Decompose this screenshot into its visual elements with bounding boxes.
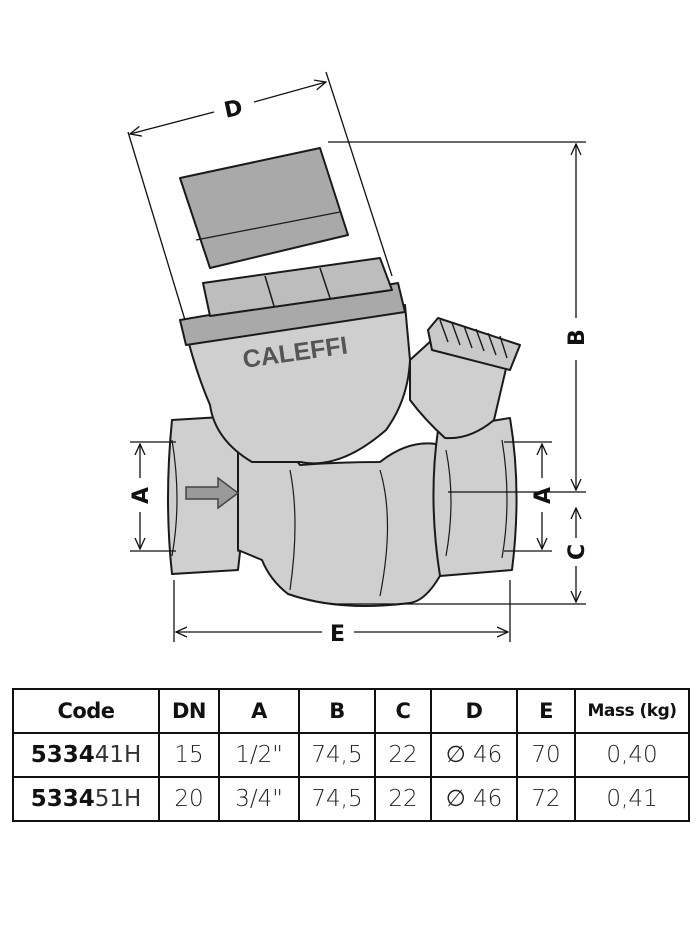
table-row: 533451H 20 3/4" 74,5 22 ∅ 46 72 0,41 [12,776,690,822]
header-mass: Mass (kg) [574,688,690,734]
code-suffix: 51H [94,786,142,812]
code-prefix: 5334 [30,786,95,812]
hex-nut [202,257,393,317]
cell-code: 533451H [12,776,160,822]
dim-label-b: B [565,329,590,346]
cell-a: 3/4" [218,776,300,822]
valve-body [167,147,521,607]
cell-e: 72 [516,776,576,822]
dim-label-a-left: A [129,487,154,504]
header-c: C [374,688,432,734]
code-suffix: 41H [94,742,142,768]
cell-mass: 0,41 [574,776,690,822]
cell-d: ∅ 46 [430,776,518,822]
cell-e: 70 [516,732,576,778]
upper-housing [184,304,411,465]
code-prefix: 5334 [30,742,95,768]
header-a: A [218,688,300,734]
table-header-row: Code DN A B C D E Mass (kg) [12,688,690,734]
dimension-lines [127,71,586,642]
valve-technical-drawing: CALEFFI D B C A A E [127,71,590,647]
cell-dn: 20 [158,776,220,822]
table-row: 533441H 15 1/2" 74,5 22 ∅ 46 70 0,40 [12,732,690,778]
flow-arrow [185,476,240,510]
cell-c: 22 [374,776,432,822]
cell-d: ∅ 46 [430,732,518,778]
cell-b: 74,5 [298,732,376,778]
gauge-cap [427,317,521,371]
dim-label-d: D [222,96,245,124]
header-code: Code [12,688,160,734]
cell-code: 533441H [12,732,160,778]
header-d: D [430,688,518,734]
dim-label-c: C [565,544,590,560]
top-cap [179,147,349,269]
gauge-port [409,339,509,440]
cell-a: 1/2" [218,732,300,778]
cell-b: 74,5 [298,776,376,822]
cell-mass: 0,40 [574,732,690,778]
header-b: B [298,688,376,734]
cell-dn: 15 [158,732,220,778]
dim-label-e: E [330,622,345,647]
right-outlet [432,417,518,577]
header-dn: DN [158,688,220,734]
spec-table: Code DN A B C D E Mass (kg) 533441H 15 1… [12,688,690,822]
cell-c: 22 [374,732,432,778]
header-e: E [516,688,576,734]
dim-label-a-right: A [531,487,556,504]
